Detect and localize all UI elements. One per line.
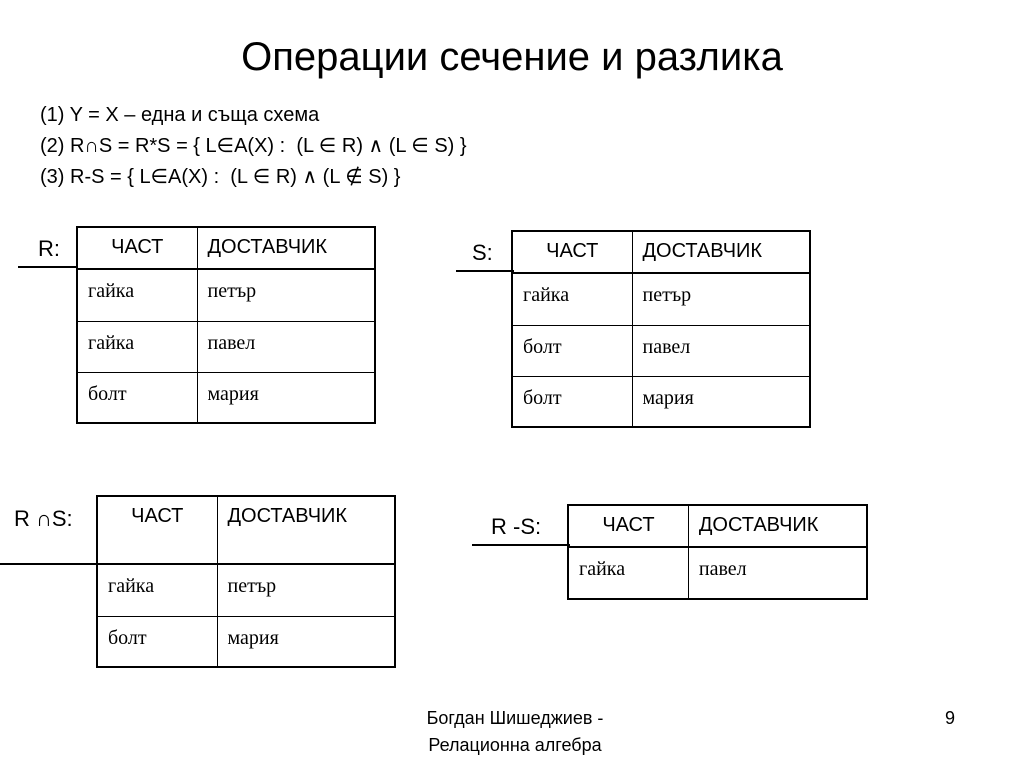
table-row: гайка петър (96, 563, 396, 617)
table-row: болт мария (76, 371, 376, 424)
table-header-row: ЧАСТ ДОСТАВЧИК (511, 230, 811, 274)
cell-supplier: петър (216, 563, 396, 617)
column-header-part: ЧАСТ (511, 230, 633, 274)
column-header-supplier: ДОСТАВЧИК (216, 495, 396, 565)
cell-part: болт (96, 615, 218, 668)
cell-part: гайка (96, 563, 218, 617)
page-number: 9 (945, 708, 956, 728)
cell-supplier: павел (687, 546, 868, 600)
table-header-row: ЧАСТ ДОСТАВЧИК (567, 504, 868, 548)
cell-part: гайка (76, 320, 198, 373)
cell-supplier: петър (631, 272, 811, 326)
cell-part: гайка (76, 268, 198, 322)
table-row: болт мария (511, 375, 811, 428)
cell-supplier: павел (196, 320, 376, 373)
cell-part: болт (76, 371, 198, 424)
column-header-supplier: ДОСТАВЧИК (196, 226, 376, 270)
column-header-part: ЧАСТ (96, 495, 218, 565)
table-row: гайка петър (511, 272, 811, 326)
cell-supplier: петър (196, 268, 376, 322)
relation-intersection-underline (0, 563, 98, 565)
slide-title: Операции сечение и разлика (241, 35, 783, 79)
relation-difference-label: R -S: (491, 514, 542, 539)
table-row: гайка павел (76, 320, 376, 373)
cell-part: болт (511, 324, 633, 377)
column-header-supplier: ДОСТАВЧИК (687, 504, 868, 548)
footer-author-line2: Релационна алгебра (428, 735, 602, 755)
cell-supplier: павел (631, 324, 811, 377)
formula-difference: (3) R-S = { L∈A(X) : (L ∈ R) ∧ (L ∉ S) } (40, 166, 401, 188)
column-header-part: ЧАСТ (567, 504, 689, 548)
column-header-supplier: ДОСТАВЧИК (631, 230, 811, 274)
footer-author: Богдан Шишеджиев - Релационна алгебра (380, 705, 650, 759)
formula-schema: (1) Y = X – една и съща схема (40, 104, 320, 126)
table-row: болт мария (96, 615, 396, 668)
table-row: болт павел (511, 324, 811, 377)
relation-r-underline (18, 266, 78, 268)
relation-r-table: ЧАСТ ДОСТАВЧИК гайка петър гайка павел б… (76, 226, 376, 424)
cell-part: гайка (511, 272, 633, 326)
formula-intersection: (2) R∩S = R*S = { L∈A(X) : (L ∈ R) ∧ (L … (40, 135, 467, 157)
table-row: гайка петър (76, 268, 376, 322)
relation-intersection-label: R ∩S: (14, 506, 73, 531)
relation-difference-underline (472, 544, 570, 546)
cell-supplier: мария (196, 371, 376, 424)
cell-supplier: мария (216, 615, 396, 668)
table-header-row: ЧАСТ ДОСТАВЧИК (96, 495, 396, 565)
cell-part: гайка (567, 546, 689, 600)
relation-r-label: R: (38, 236, 60, 261)
relation-intersection-table: ЧАСТ ДОСТАВЧИК гайка петър болт мария (96, 495, 396, 668)
relation-difference-table: ЧАСТ ДОСТАВЧИК гайка павел (567, 504, 868, 600)
cell-part: болт (511, 375, 633, 428)
table-row: гайка павел (567, 546, 868, 600)
table-header-row: ЧАСТ ДОСТАВЧИК (76, 226, 376, 270)
relation-s-table: ЧАСТ ДОСТАВЧИК гайка петър болт павел бо… (511, 230, 811, 428)
relation-s-label: S: (472, 240, 493, 265)
column-header-part: ЧАСТ (76, 226, 198, 270)
formula-list: (1) Y = X – една и съща схема (2) R∩S = … (40, 100, 467, 193)
footer-author-line1: Богдан Шишеджиев - (426, 708, 604, 728)
cell-supplier: мария (631, 375, 811, 428)
relation-s-underline (456, 270, 514, 272)
